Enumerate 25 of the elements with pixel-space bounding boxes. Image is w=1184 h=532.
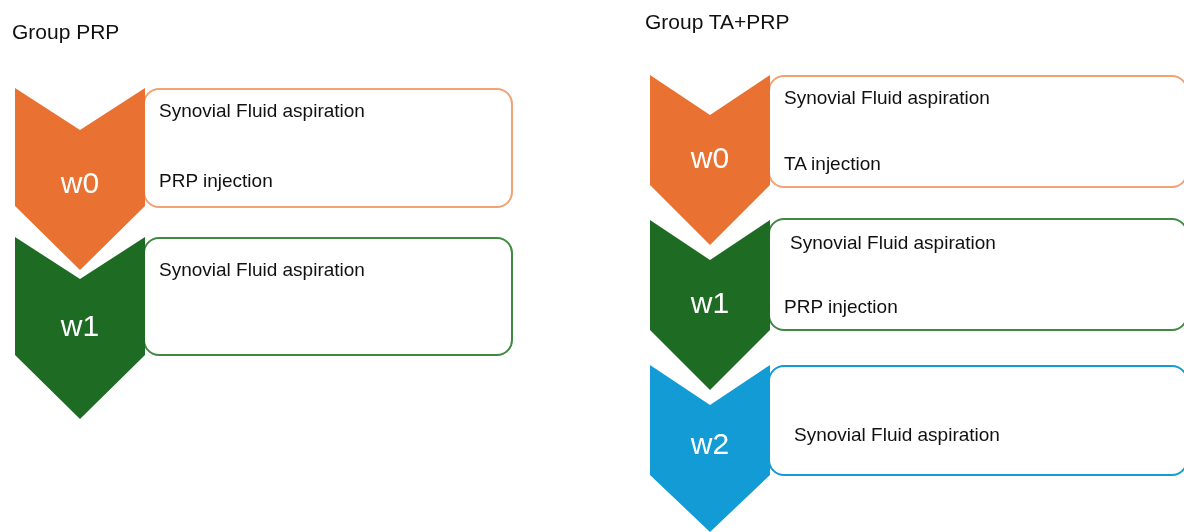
step-box — [143, 88, 513, 208]
step-text: Synovial Fluid aspiration — [159, 100, 365, 122]
step-text: Synovial Fluid aspiration — [794, 424, 1000, 446]
step-text: Synovial Fluid aspiration — [790, 232, 996, 254]
chevron-step — [650, 220, 770, 390]
group-heading: Group TA+PRP — [645, 10, 790, 34]
chevron-step — [650, 75, 770, 245]
step-box — [768, 75, 1184, 188]
step-text: PRP injection — [784, 296, 898, 318]
step-box — [143, 237, 513, 356]
week-label: w1 — [59, 309, 101, 343]
step-text: PRP injection — [159, 170, 273, 192]
week-label: w2 — [689, 427, 731, 461]
chevron-step — [650, 365, 770, 532]
week-label: w1 — [689, 286, 731, 320]
week-label: w0 — [59, 166, 101, 200]
week-label: w0 — [689, 141, 731, 175]
step-box — [768, 365, 1184, 476]
chevron-step — [15, 88, 145, 270]
step-box — [768, 218, 1184, 331]
step-text: Synovial Fluid aspiration — [159, 259, 365, 281]
chevron-step — [15, 237, 145, 419]
step-text: TA injection — [784, 153, 881, 175]
step-text: Synovial Fluid aspiration — [784, 87, 990, 109]
group-heading: Group PRP — [12, 20, 120, 44]
